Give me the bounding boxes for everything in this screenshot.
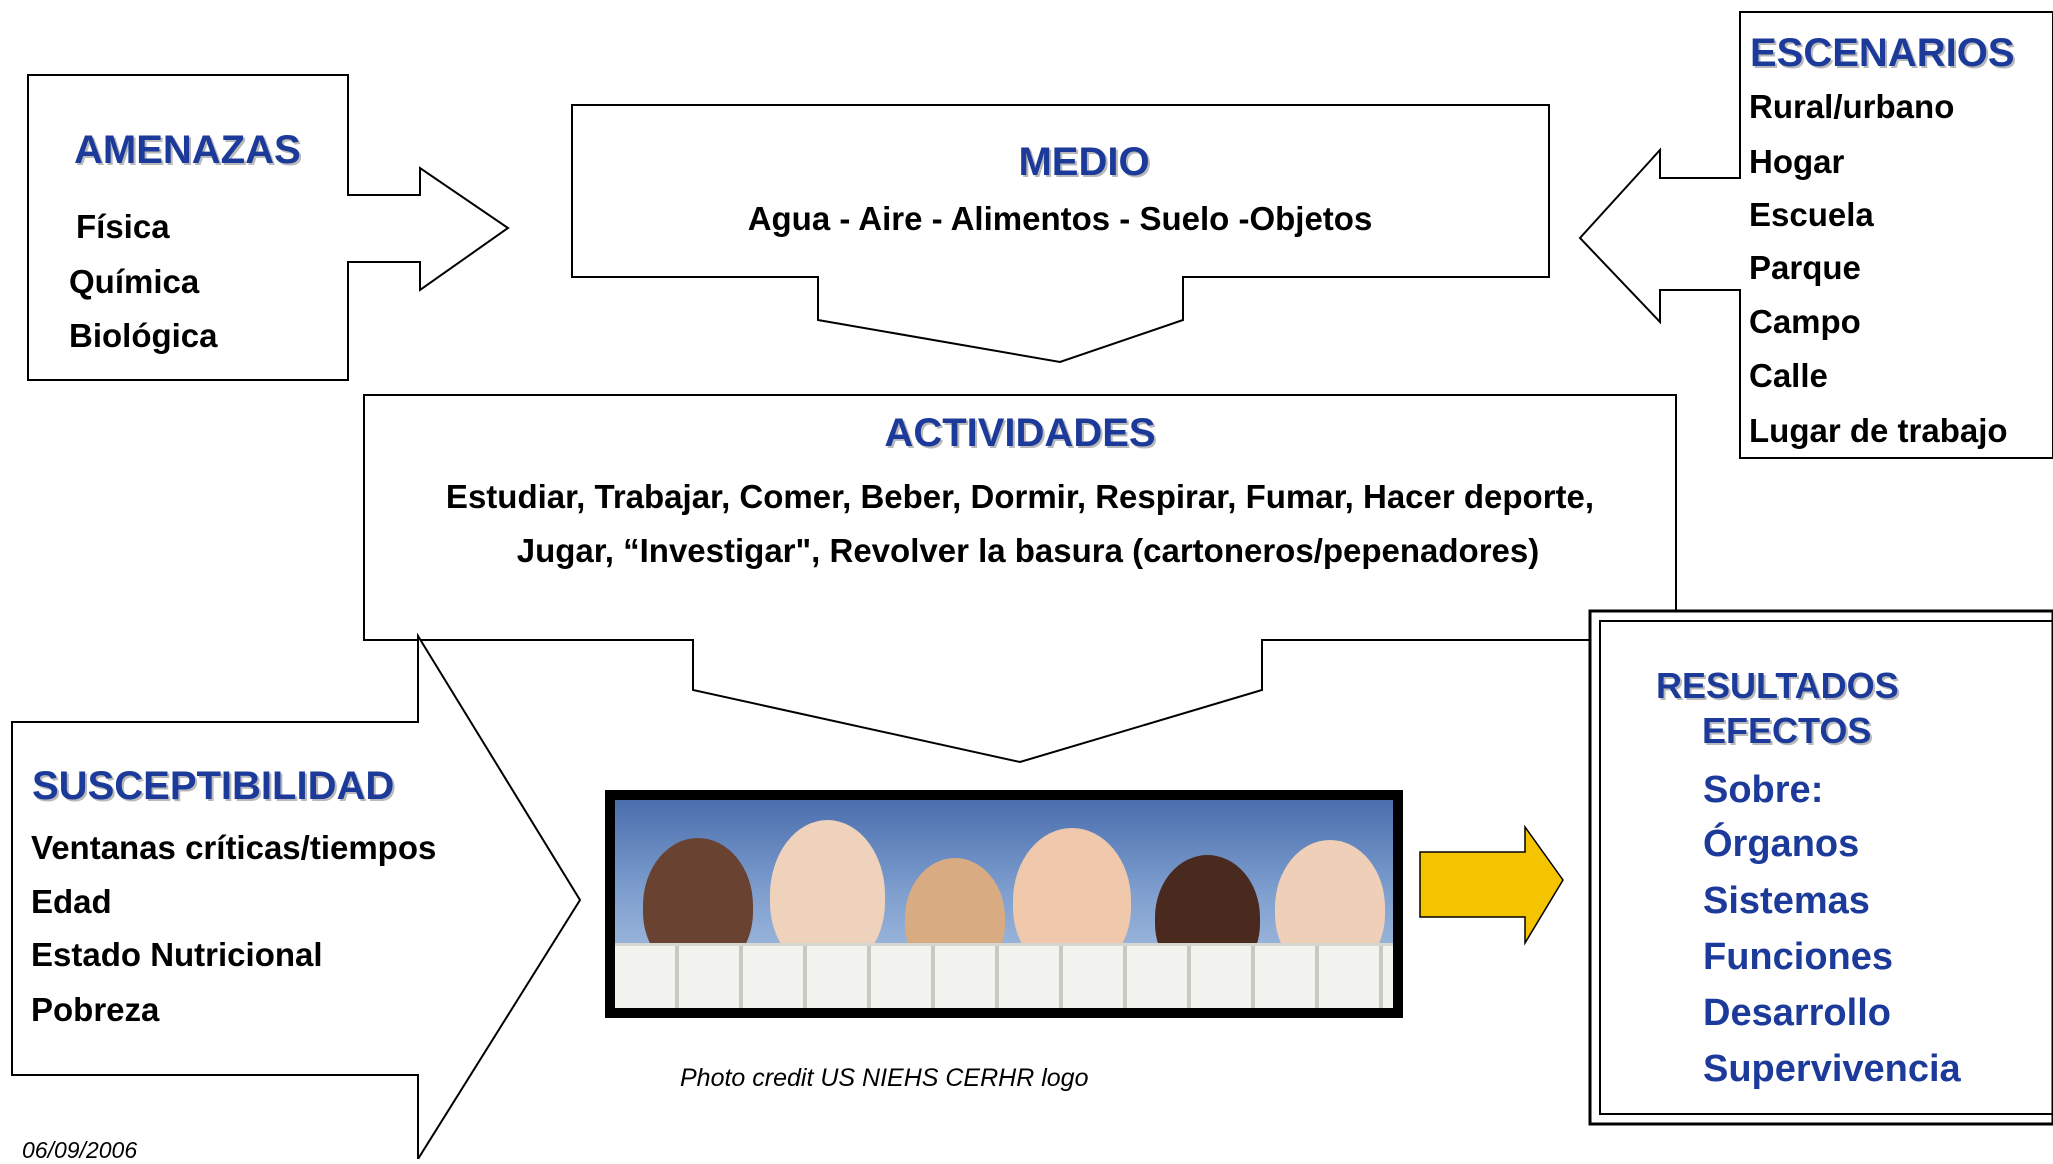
resultados-item: Sobre:	[1703, 769, 1824, 811]
escenarios-arrow	[1578, 11, 2053, 459]
escenarios-item: Escuela	[1749, 196, 1874, 233]
yellow-arrow	[1419, 824, 1564, 946]
amenazas-item: Física	[76, 208, 170, 245]
resultados-box-inner	[1599, 620, 2053, 1115]
escenarios-item: Lugar de trabajo	[1749, 412, 2008, 449]
susceptibilidad-item: Edad	[31, 883, 112, 920]
amenazas-arrow	[27, 74, 510, 381]
resultados-item: Órganos	[1703, 823, 1860, 865]
resultados-item: Sistemas	[1703, 880, 1870, 922]
resultados-item: Desarrollo	[1703, 992, 1891, 1034]
actividades-arrow	[363, 394, 1677, 764]
resultados-box-outer	[1588, 609, 2053, 1126]
babies-photo-scene	[615, 800, 1393, 1008]
escenarios-title: ESCENARIOS	[1750, 31, 2015, 75]
amenazas-item: Química	[69, 263, 200, 300]
medio-arrow	[571, 104, 1550, 364]
susceptibilidad-item: Estado Nutricional	[31, 936, 323, 973]
amenazas-title: AMENAZAS	[74, 128, 301, 172]
white-fence	[615, 943, 1393, 1008]
resultados-item: Supervivencia	[1703, 1048, 1961, 1090]
escenarios-item: Calle	[1749, 357, 1828, 394]
escenarios-item: Hogar	[1749, 143, 1845, 180]
medio-items: Agua - Aire - Alimentos - Suelo -Objetos	[747, 200, 1373, 237]
actividades-line: Estudiar, Trabajar, Comer, Beber, Dormir…	[445, 478, 1595, 515]
susceptibilidad-item: Ventanas críticas/tiempos	[31, 829, 437, 866]
efectos-title: EFECTOS	[1702, 710, 1872, 751]
susceptibilidad-item: Pobreza	[31, 991, 160, 1028]
susceptibilidad-title: SUSCEPTIBILIDAD	[32, 764, 395, 808]
amenazas-item: Biológica	[69, 317, 218, 354]
medio-title: MEDIO	[1018, 140, 1150, 184]
babies-photo	[605, 790, 1403, 1018]
escenarios-item: Parque	[1749, 249, 1861, 286]
escenarios-item: Rural/urbano	[1749, 88, 1955, 125]
susceptibilidad-arrow	[11, 632, 582, 1159]
photo-credit: Photo credit US NIEHS CERHR logo	[680, 1064, 1089, 1092]
slide-date: 06/09/2006	[22, 1137, 138, 1163]
resultados-title: RESULTADOS	[1656, 665, 1899, 706]
actividades-title: ACTIVIDADES	[884, 411, 1156, 455]
resultados-item: Funciones	[1703, 936, 1894, 978]
escenarios-item: Campo	[1749, 303, 1861, 340]
actividades-line: Jugar, “Investigar", Revolver la basura …	[516, 532, 1540, 569]
